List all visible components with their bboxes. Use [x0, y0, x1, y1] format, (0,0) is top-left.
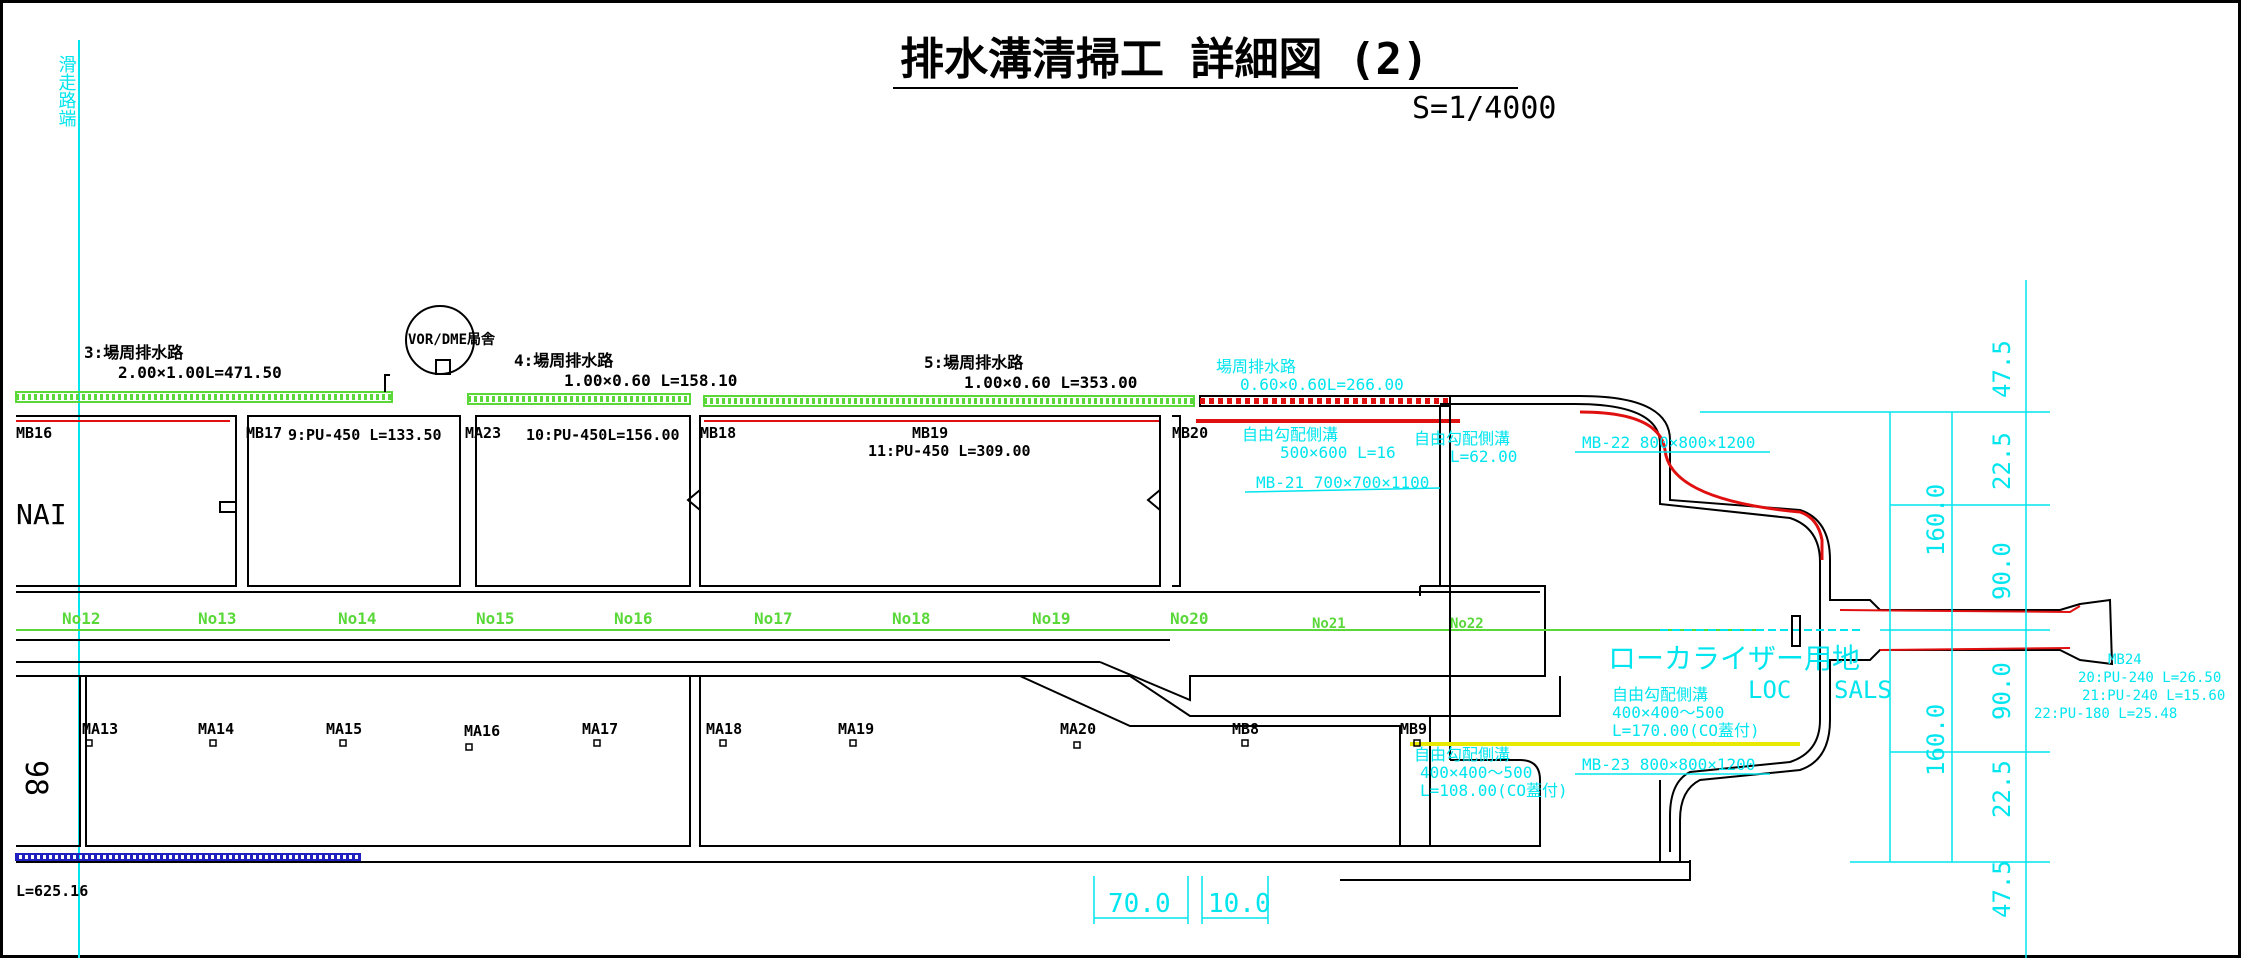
manhole-label: MB20 — [1172, 424, 1208, 442]
lower-blue-drain — [15, 853, 361, 861]
drain-3-label: 3:場周排水路 — [84, 343, 184, 362]
manhole-label: MB19 — [912, 424, 948, 442]
drain-5-dims: 1.00×0.60 L=353.00 — [964, 373, 1137, 392]
red-pipe-right — [1839, 605, 2081, 651]
left-fragment-text: NAI — [16, 498, 67, 531]
manhole-label: MA17 — [582, 720, 618, 738]
gutter-note-1-dims: 500×600 L=16 — [1280, 443, 1396, 462]
localizer-outline — [1340, 395, 2114, 881]
manhole-label: MA20 — [1060, 720, 1096, 738]
gutter-note-4-dims: 400×400〜500 — [1420, 763, 1532, 782]
station-label: No15 — [476, 609, 515, 628]
loc-label: LOC — [1748, 676, 1791, 704]
manholes-lower: MA13 MA14 MA15 MA16 MA17 MA18 MA19 MA20 … — [82, 720, 1427, 740]
manhole-label: MA16 — [464, 722, 500, 740]
dim-label: 47.5 — [1988, 860, 2016, 918]
drain-5-label: 5:場周排水路 — [924, 353, 1024, 372]
station-label: No17 — [754, 609, 793, 628]
manhole-label: MB17 — [246, 424, 282, 442]
dim-label: 90.0 — [1988, 662, 2016, 720]
bottom-dimension-lines — [1093, 876, 1269, 924]
dim-label: 160.0 — [1922, 484, 1950, 556]
mb24-note: MB24 — [2108, 652, 2142, 668]
manholes-upper: MB16 MB17 MA23 MB18 MB19 MB20 — [16, 424, 1208, 442]
manhole-label: MA18 — [706, 720, 742, 738]
lower-blocks — [16, 675, 1431, 847]
drain-4-dims: 1.00×0.60 L=158.10 — [564, 371, 737, 390]
manhole-label: MB16 — [16, 424, 52, 442]
station-label: No13 — [198, 609, 237, 628]
drain-perimeter-label: 場周排水路 — [1216, 357, 1296, 376]
dim-label: 90.0 — [1988, 542, 2016, 600]
dim-bottom-70: 70.0 — [1108, 889, 1171, 919]
upper-blocks — [16, 415, 1181, 587]
mb22-note: MB-22 800×800×1200 — [1582, 433, 1755, 452]
right-dimension-lines — [1700, 280, 2050, 958]
station-label: No14 — [338, 609, 377, 628]
station-label: No20 — [1170, 609, 1209, 628]
gutter-note-2: 自由勾配側溝 — [1414, 429, 1510, 448]
manhole-markers — [85, 739, 1421, 751]
top-drain-red-dashed — [1199, 395, 1451, 407]
pu21-note: 21:PU-240 L=15.60 — [2082, 688, 2225, 704]
station-label: No21 — [1312, 616, 1346, 632]
dim-label: 160.0 — [1922, 704, 1950, 776]
gutter-note-1: 自由勾配側溝 — [1242, 425, 1338, 444]
drawing-title: 排水溝清掃工 詳細図 (2) — [900, 34, 1428, 85]
mb23-note: MB-23 800×800×1200 — [1582, 755, 1755, 774]
gutter-note-3-len: L=170.00(CO蓋付) — [1612, 721, 1760, 740]
left-fragment-length: L=625.16 — [16, 882, 88, 900]
manhole-label: MB8 — [1232, 720, 1259, 738]
localizer-site-label: ローカライザー用地 — [1608, 642, 1860, 675]
top-drain-green — [15, 391, 1195, 407]
manhole-label: MA23 — [465, 424, 501, 442]
drawing-scale: S=1/4000 — [1412, 91, 1557, 126]
gutter-note-4: 自由勾配側溝 — [1414, 745, 1510, 764]
manhole-label: MA19 — [838, 720, 874, 738]
manhole-label: MB18 — [700, 424, 736, 442]
pipe-11-label: 11:PU-450 L=309.00 — [868, 442, 1031, 460]
drain-perimeter-dims: 0.60×0.60L=266.00 — [1240, 375, 1404, 394]
gutter-note-4-len: L=108.00(CO蓋付) — [1420, 781, 1568, 800]
left-fragment-number: 98 — [18, 760, 53, 796]
sals-label: SALS — [1834, 676, 1892, 704]
station-labels: No12 No13 No14 No15 No16 No17 No18 No19 … — [62, 609, 1484, 632]
right-dimension-labels: 47.5 22.5 160.0 90.0 90.0 160.0 22.5 47.… — [1922, 340, 2016, 918]
road-corridor — [16, 585, 1561, 717]
mb21-note: MB-21 700×700×1100 — [1256, 473, 1429, 492]
vor-building — [435, 359, 451, 375]
red-curved-drain — [1579, 410, 1824, 560]
manhole-label: MB9 — [1400, 720, 1427, 738]
dim-label: 22.5 — [1988, 432, 2016, 490]
vor-dme-label: VOR/DME局舎 — [408, 331, 496, 348]
pu22-note: 22:PU-180 L=25.48 — [2034, 706, 2177, 722]
loc-antenna — [1791, 615, 1801, 647]
dim-bottom-10: 10.0 — [1208, 889, 1271, 919]
station-label: No18 — [892, 609, 931, 628]
gutter-note-3-dims: 400×400〜500 — [1612, 703, 1724, 722]
pipe-10-label: 10:PU-450L=156.00 — [526, 426, 680, 444]
pipe-9-label: 9:PU-450 L=133.50 — [288, 426, 442, 444]
manhole-label: MA15 — [326, 720, 362, 738]
manhole-label: MA13 — [82, 720, 118, 738]
dim-label: 22.5 — [1988, 760, 2016, 818]
runway-end-label: 滑走路端 — [56, 55, 77, 127]
station-label: No22 — [1450, 616, 1484, 632]
station-label: No16 — [614, 609, 653, 628]
manhole-label: MA14 — [198, 720, 234, 738]
pu20-note: 20:PU-240 L=26.50 — [2078, 670, 2221, 686]
drain-3-dims: 2.00×1.00L=471.50 — [118, 363, 282, 382]
drain-4-label: 4:場周排水路 — [514, 351, 614, 370]
gutter-note-2-dims: L=62.00 — [1450, 447, 1517, 466]
station-label: No19 — [1032, 609, 1071, 628]
station-label: No12 — [62, 609, 101, 628]
gutter-note-3: 自由勾配側溝 — [1612, 685, 1708, 704]
dim-label: 47.5 — [1988, 340, 2016, 398]
